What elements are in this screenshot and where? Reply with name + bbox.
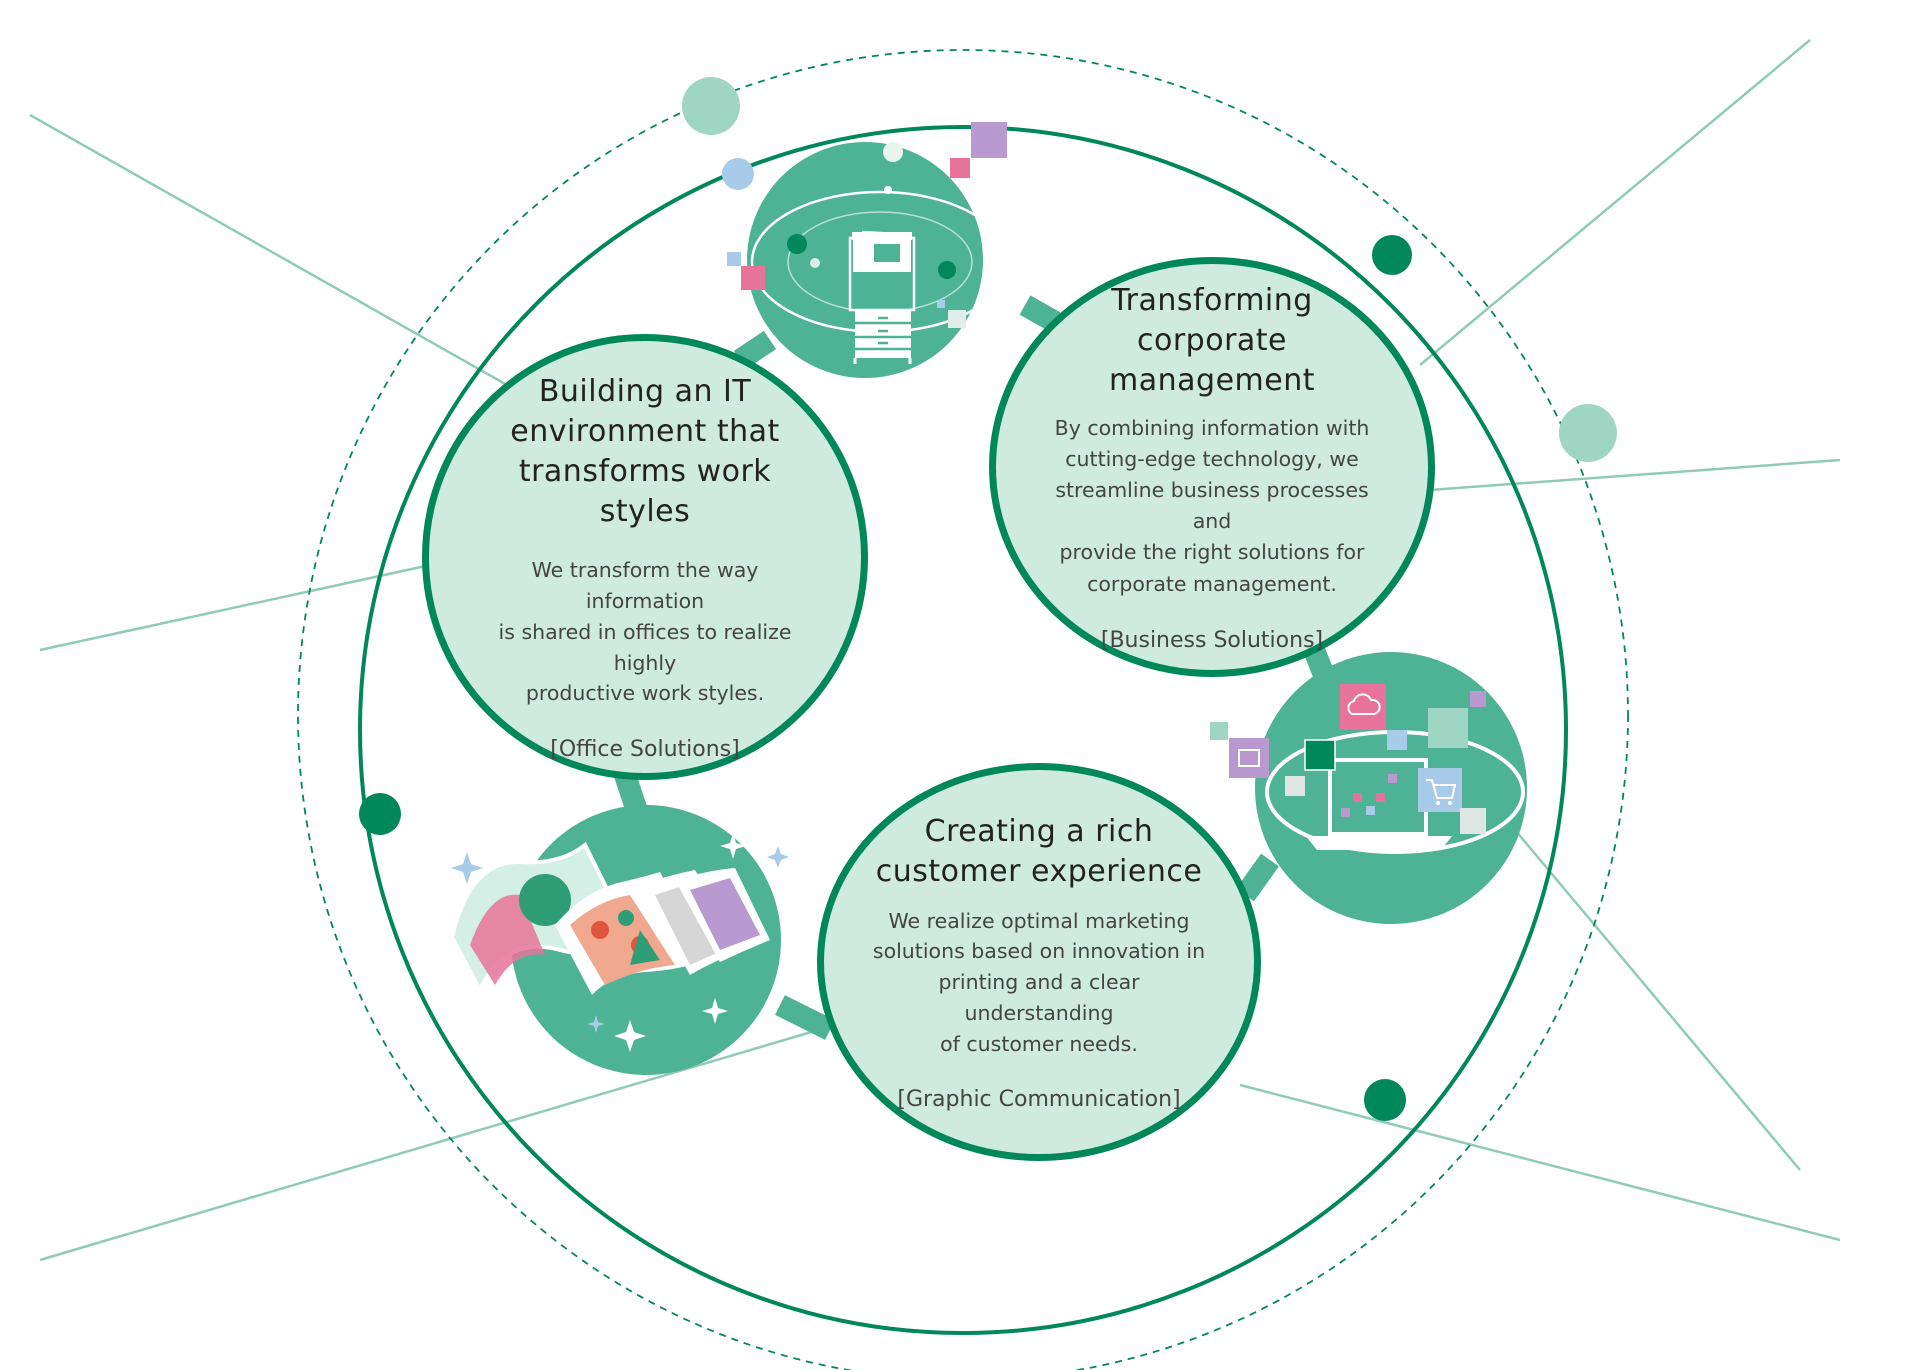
laptop-illustration <box>1210 652 1527 924</box>
dashed-ring <box>297 49 1629 1370</box>
storefront-icon <box>1229 738 1269 778</box>
shopping-cart-icon <box>1418 768 1462 812</box>
desc-line: We transform the way information <box>531 558 759 614</box>
desc-line: cutting-edge technology, we <box>1065 447 1359 472</box>
node-graphic-communication: Creating a rich customer experience We r… <box>817 763 1261 1161</box>
title-line: Creating a rich <box>924 813 1154 849</box>
desc-line: printing and a clear understanding <box>938 970 1140 1025</box>
orbit-dot <box>1364 1079 1406 1121</box>
radiating-lines <box>29 39 1841 1262</box>
node-tag: [Business Solutions] <box>1100 627 1324 653</box>
desc-line: By combining information with <box>1054 415 1370 440</box>
desc-line: is shared in offices to realize highly <box>498 619 792 675</box>
copier-icon <box>848 230 916 364</box>
node-business-solutions: Transforming corporate management By com… <box>989 257 1435 677</box>
orbit-dot <box>359 793 401 835</box>
orbit-dot <box>1559 404 1617 462</box>
desc-line: streamline business processes and <box>1055 478 1369 534</box>
prints-icon <box>449 841 770 995</box>
node-description: By combining information with cutting-ed… <box>1036 413 1388 600</box>
outer-ring <box>358 125 1568 1335</box>
node-title: Building an IT environment that transfor… <box>481 372 809 532</box>
node-tag: [Graphic Communication] <box>897 1087 1181 1113</box>
desc-line: of customer needs. <box>940 1031 1138 1056</box>
title-line: Building an IT <box>538 373 752 409</box>
node-title: Creating a rich customer experience <box>876 812 1203 892</box>
orbit-dot <box>722 158 754 190</box>
node-office-solutions: Building an IT environment that transfor… <box>422 334 868 780</box>
node-tag: [Office Solutions] <box>550 737 740 763</box>
cloud-icon <box>1340 684 1386 730</box>
desc-line: solutions based on innovation in <box>872 939 1206 964</box>
desc-line: corporate management. <box>1087 571 1337 596</box>
title-line: transforms work styles <box>518 453 772 529</box>
title-line: corporate management <box>1109 323 1315 398</box>
sparkle-icon <box>587 833 746 1052</box>
orbit-dot <box>682 77 740 135</box>
desc-line: We realize optimal marketing <box>888 908 1190 933</box>
title-line: customer experience <box>875 853 1203 889</box>
desc-line: productive work styles. <box>525 681 765 706</box>
title-line: environment that <box>510 413 780 449</box>
copier-illustration <box>727 122 1010 378</box>
sparkle-icon <box>451 846 789 884</box>
node-description: We realize optimal marketing solutions b… <box>862 906 1216 1060</box>
orbit-dot <box>1372 235 1412 275</box>
node-title: Transforming corporate management <box>1036 281 1388 401</box>
desc-line: provide the right solutions for <box>1059 540 1365 565</box>
node-description: We transform the way information is shar… <box>481 555 809 709</box>
prints-illustration <box>449 805 789 1075</box>
title-line: Transforming <box>1111 283 1313 319</box>
